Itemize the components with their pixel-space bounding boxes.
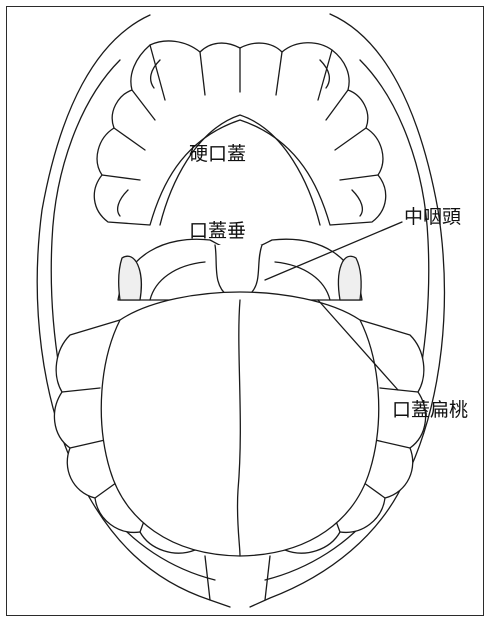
tonsil-right [338, 256, 361, 300]
pharynx-label: 中咽頭 [404, 208, 461, 227]
frenulum [205, 556, 270, 600]
tonsil-label: 口蓋扁桃 [392, 401, 468, 420]
uvula-label: 口蓋垂 [189, 222, 246, 241]
hard-palate-label: 硬口蓋 [189, 145, 246, 164]
